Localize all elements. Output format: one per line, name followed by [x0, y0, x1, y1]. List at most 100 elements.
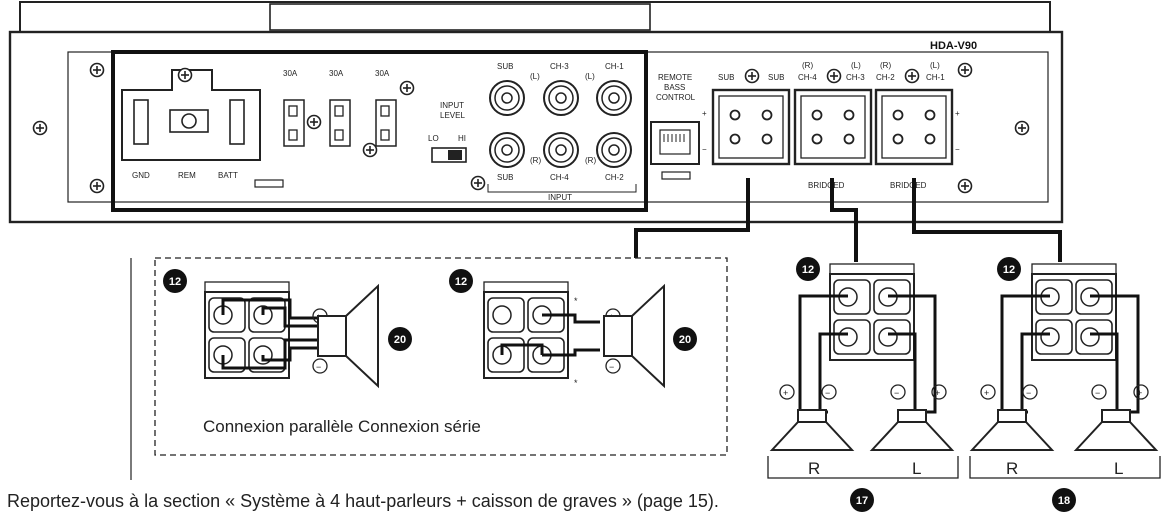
callout-12-badge — [997, 257, 1021, 281]
rca-label: CH-3 — [550, 62, 569, 71]
front-right-speaker-icon — [771, 409, 853, 451]
connection-caption: Connexion parallèle Connexion série — [203, 417, 481, 436]
callout-12: 12 — [1003, 264, 1015, 276]
minus-sign: − — [894, 388, 899, 398]
screw-icon — [904, 68, 920, 84]
minus-sign: − — [702, 145, 707, 154]
subwoofer-speaker-icon — [317, 285, 379, 387]
rca-jack-sub-icon — [489, 80, 525, 116]
rca-label: CH-4 — [550, 173, 569, 182]
amplifier: HDA-V90 GND REM BATT 30A 30A 30A — [8, 1, 1064, 224]
screw-icon — [306, 114, 322, 130]
rca-label: CH-2 — [605, 173, 624, 182]
series-connector — [483, 281, 569, 379]
rca-jack-ch2-icon — [596, 132, 632, 168]
rca-sub-label: (L) — [585, 72, 595, 81]
footnote: Reportez-vous à la section « Système à 4… — [7, 491, 719, 511]
input-level-switch: INPUT LEVEL LO HI — [428, 101, 486, 191]
bridged-label: BRIDGED — [808, 181, 845, 190]
callout-20-badge — [388, 327, 412, 351]
callout-12: 12 — [169, 276, 181, 288]
callout-17-badge — [850, 488, 874, 512]
plus-sign: + — [702, 109, 707, 118]
screw-icon — [826, 68, 842, 84]
plus-sign: + — [783, 388, 788, 398]
channel-tag: (R) — [802, 61, 813, 70]
screw-icon — [362, 142, 378, 158]
side-screw-right-icon — [1014, 120, 1030, 136]
callout-17: 17 — [856, 495, 868, 507]
minus-sign: − — [609, 362, 614, 372]
rca-sub-label: (L) — [530, 72, 540, 81]
side-screw-left-icon — [32, 120, 48, 136]
input-level-title: LEVEL — [440, 111, 465, 120]
plus-sign: + — [955, 109, 960, 118]
channel-name: CH-2 — [876, 73, 895, 82]
rca-label: SUB — [497, 173, 513, 182]
rca-jack-sub-icon — [489, 132, 525, 168]
rear-left-speaker-icon — [1075, 409, 1157, 451]
channel-tag: (L) — [930, 61, 940, 70]
screw-icon — [470, 175, 486, 191]
channel-tag: (L) — [851, 61, 861, 70]
plus-sign: + — [984, 388, 989, 398]
ch34-output-terminal — [793, 88, 873, 166]
terminal-rem-label: REM — [178, 171, 196, 180]
front-connector — [829, 263, 915, 361]
remote-label: CONTROL — [656, 93, 696, 102]
channel-name: CH-4 — [798, 73, 817, 82]
asterisk-mark: * — [574, 378, 578, 388]
rca-label: SUB — [497, 62, 513, 71]
callout-12-badge — [449, 269, 473, 293]
fuse-icon — [283, 99, 305, 147]
plus-sign: + — [1137, 388, 1142, 398]
rca-jack-ch1-icon — [596, 80, 632, 116]
sub-out-label: SUB — [768, 73, 784, 82]
minus-sign: − — [1095, 388, 1100, 398]
rca-label: CH-1 — [605, 62, 624, 71]
fuse-icon — [375, 99, 397, 147]
subwoofer-panel: 12 + − 20 12 * * + − 20 Conne — [130, 257, 728, 480]
rear-right-speaker-icon — [971, 409, 1053, 451]
screw-icon — [744, 68, 760, 84]
front-speaker-group: 12 + − − + R L 17 — [767, 257, 959, 512]
model-name: HDA-V90 — [930, 40, 977, 52]
fuse-label: 30A — [329, 69, 344, 78]
rca-jack-ch3-icon — [543, 80, 579, 116]
main-wires — [634, 178, 1062, 262]
screw-icon — [89, 62, 105, 78]
ch12-output-terminal — [874, 88, 954, 166]
channel-tag: (R) — [880, 61, 891, 70]
callout-18: 18 — [1058, 495, 1070, 507]
amp-heatsink-top — [269, 3, 651, 31]
fuse-label: 30A — [375, 69, 390, 78]
bridged-label: BRIDGED — [890, 181, 927, 190]
front-left-speaker-icon — [871, 409, 953, 451]
terminal-batt-label: BATT — [218, 171, 238, 180]
callout-12: 12 — [455, 276, 467, 288]
fuse-block: 30A 30A 30A — [283, 69, 415, 158]
highlight-frame — [111, 50, 648, 212]
parallel-connector — [204, 281, 290, 379]
power-terminal-block: GND REM BATT — [121, 67, 284, 188]
right-label: R — [808, 459, 820, 478]
sub-output-terminal — [711, 88, 791, 166]
right-label: R — [1006, 459, 1018, 478]
callout-20-badge — [673, 327, 697, 351]
input-label: INPUT — [548, 193, 572, 202]
terminal-gnd-label: GND — [132, 171, 150, 180]
rear-connector — [1031, 263, 1117, 361]
callout-18-badge — [1052, 488, 1076, 512]
screw-icon — [89, 178, 105, 194]
callout-20: 20 — [394, 334, 406, 346]
sub-out-label: SUB — [718, 73, 734, 82]
callout-12-badge — [796, 257, 820, 281]
screw-icon — [177, 67, 193, 83]
input-level-title: INPUT — [440, 101, 464, 110]
screw-icon — [957, 178, 973, 194]
channel-name: CH-3 — [846, 73, 865, 82]
remote-label: BASS — [664, 83, 685, 92]
input-level-hi: HI — [458, 134, 466, 143]
rear-speaker-group: 12 + − − + R L 18 — [969, 257, 1161, 512]
remote-bass-control: REMOTE BASS CONTROL — [650, 73, 700, 180]
